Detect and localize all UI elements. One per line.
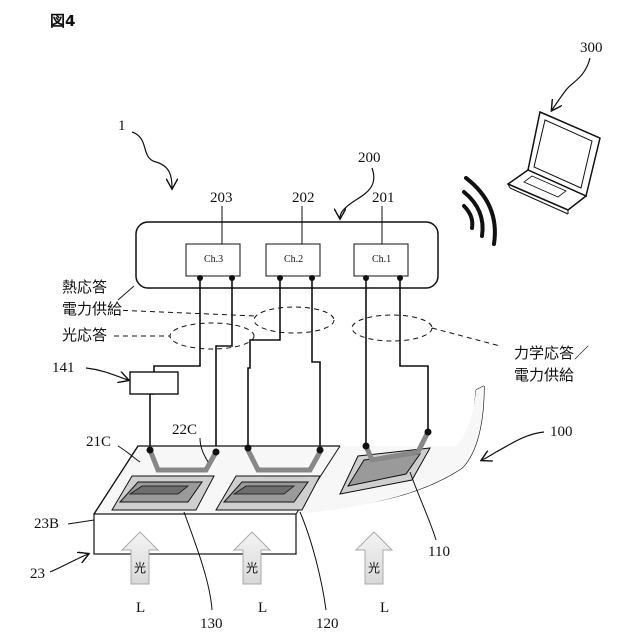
wireless-icon (464, 178, 495, 244)
label-device: 100 (550, 424, 573, 440)
light-arrow-1-glyph: 光 (134, 561, 146, 575)
thermal-response-ellipse (254, 307, 334, 333)
label-layer-23b: 23B (34, 516, 59, 532)
system-pointer (132, 132, 172, 188)
light-arrow-3: 光 L (356, 532, 392, 616)
thermal-response-line1: 熱応答 (62, 278, 107, 296)
label-wire-22c: 22C (172, 422, 197, 438)
optical-response-label: 光応答 (62, 326, 107, 344)
terminal-pointer (552, 58, 590, 110)
label-sensor-110: 110 (428, 544, 450, 560)
light-arrow-1: 光 L (122, 532, 158, 616)
channel-3-label: Ch.3 (204, 254, 223, 265)
label-ch3-num: 203 (210, 190, 233, 206)
figure-label: 図4 (50, 12, 75, 30)
thermal-response-line2: 電力供給 (62, 300, 122, 318)
mechanical-response-line1: 力学応答／ (514, 344, 589, 362)
element-141-box (130, 372, 178, 394)
label-sensor-120: 120 (316, 616, 339, 632)
light-label-1: L (136, 600, 145, 616)
mechanical-response-line2: 電力供給 (514, 366, 574, 384)
label-terminal: 300 (580, 40, 603, 56)
label-ch1-num: 201 (372, 190, 395, 206)
label-system: 1 (118, 118, 126, 134)
mechanical-response-ellipse (352, 315, 432, 341)
label-controller: 200 (358, 150, 381, 166)
label-sensor-130: 130 (200, 616, 223, 632)
channel-2-label: Ch.2 (284, 254, 303, 265)
light-label-3: L (380, 600, 389, 616)
label-element-141: 141 (52, 360, 75, 376)
label-ch2-num: 202 (292, 190, 315, 206)
light-arrow-3-glyph: 光 (368, 561, 380, 575)
label-wire-21c: 21C (86, 434, 111, 450)
label-substrate-23: 23 (30, 566, 45, 582)
optical-response-ellipse (170, 323, 254, 349)
laptop-icon (508, 112, 600, 214)
light-arrow-2-glyph: 光 (246, 561, 258, 575)
controller-pointer (340, 168, 374, 218)
light-arrow-2: 光 L (234, 532, 270, 616)
channel-1-label: Ch.1 (372, 254, 391, 265)
light-label-2: L (258, 600, 267, 616)
